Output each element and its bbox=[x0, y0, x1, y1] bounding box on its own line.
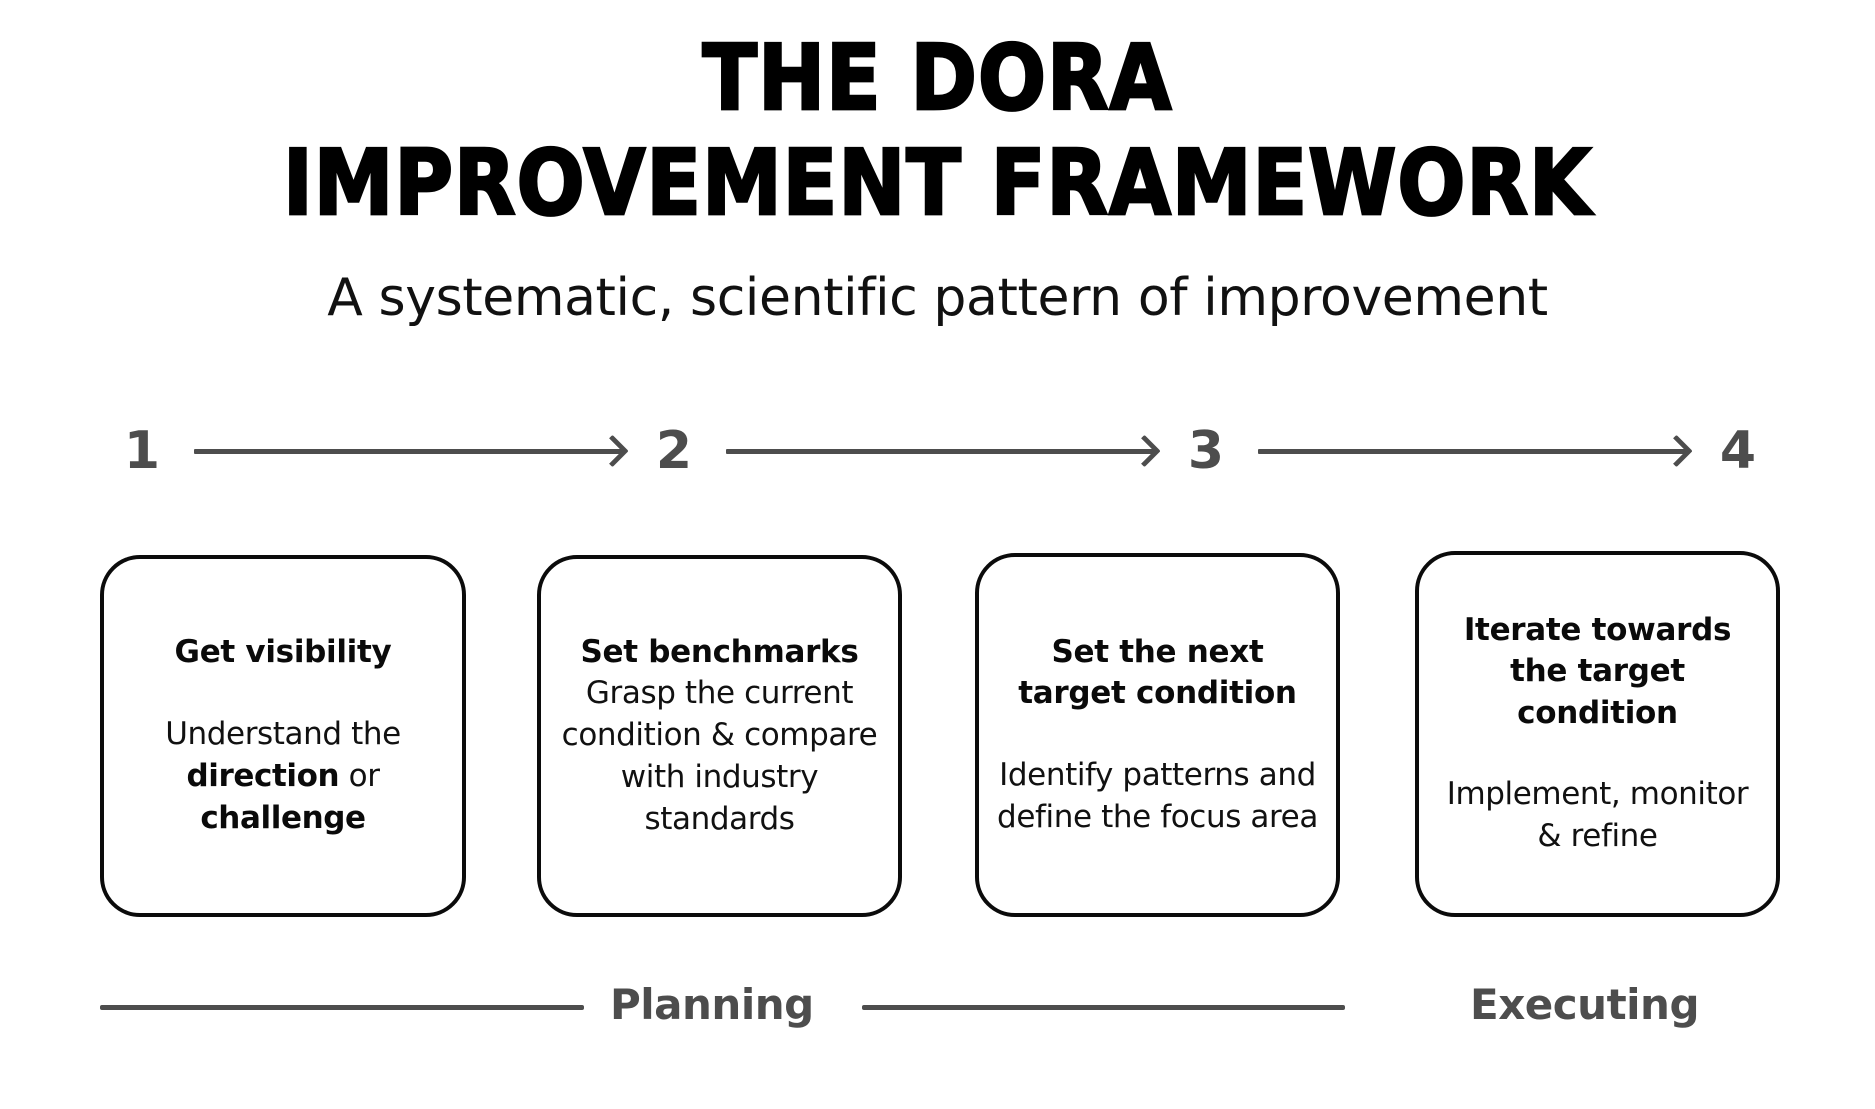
body-text-prefix: Understand the bbox=[165, 716, 401, 752]
arrow-head bbox=[596, 434, 629, 468]
step-card-2-body: Grasp the current condition & compare wi… bbox=[561, 675, 878, 837]
arrow-line bbox=[726, 448, 1154, 454]
body-text-bold-challenge: challenge bbox=[200, 799, 366, 836]
step-sequence: 1 2 3 4 bbox=[100, 420, 1780, 482]
phase-line-left bbox=[100, 1005, 584, 1010]
arrow-3-to-4-icon bbox=[1258, 434, 1693, 468]
step-card-4-heading: Iterate towards the target condition bbox=[1463, 611, 1732, 731]
body-text-bold-direction: direction bbox=[186, 757, 340, 794]
page-title: THE DORA IMPROVEMENT FRAMEWORK bbox=[0, 25, 1875, 238]
arrow-head bbox=[1128, 434, 1161, 468]
phase-label-executing: Executing bbox=[1470, 980, 1700, 1029]
page-title-line-2: IMPROVEMENT FRAMEWORK bbox=[282, 130, 1592, 237]
step-card-2: Set benchmarks Grasp the current conditi… bbox=[537, 555, 902, 917]
step-card-3-heading: Set the next target condition bbox=[1018, 633, 1297, 712]
step-card-4-body: Implement, monitor & refine bbox=[1446, 776, 1749, 855]
page-subtitle: A systematic, scientific pattern of impr… bbox=[327, 268, 1548, 328]
step-number-1: 1 bbox=[123, 421, 161, 481]
step-number-4: 4 bbox=[1719, 421, 1757, 481]
header: THE DORA IMPROVEMENT FRAMEWORK bbox=[0, 25, 1875, 238]
arrow-head bbox=[1660, 434, 1693, 468]
step-number-3: 3 bbox=[1187, 421, 1225, 481]
step-card-1-heading: Get visibility bbox=[174, 634, 392, 671]
phase-label-planning: Planning bbox=[610, 980, 814, 1029]
arrow-line bbox=[194, 448, 622, 454]
page-title-line-1: THE DORA bbox=[701, 25, 1173, 132]
step-cards: Get visibility Understand the direction … bbox=[0, 551, 1875, 917]
body-text-mid: or bbox=[339, 757, 380, 794]
step-card-4: Iterate towards the target condition Imp… bbox=[1415, 551, 1780, 917]
step-card-1-body: Understand the direction or challenge bbox=[122, 714, 444, 840]
step-card-2-heading: Set benchmarks bbox=[580, 633, 859, 670]
step-card-1: Get visibility Understand the direction … bbox=[100, 555, 466, 917]
phase-bar: Planning Executing bbox=[0, 975, 1875, 1045]
phase-line-right bbox=[862, 1005, 1345, 1010]
step-number-2: 2 bbox=[655, 421, 693, 481]
arrow-1-to-2-icon bbox=[194, 434, 629, 468]
arrow-line bbox=[1258, 448, 1686, 454]
step-card-3: Set the next target condition Identify p… bbox=[975, 553, 1340, 917]
step-card-3-body: Identify patterns and define the focus a… bbox=[997, 756, 1318, 835]
arrow-2-to-3-icon bbox=[726, 434, 1161, 468]
